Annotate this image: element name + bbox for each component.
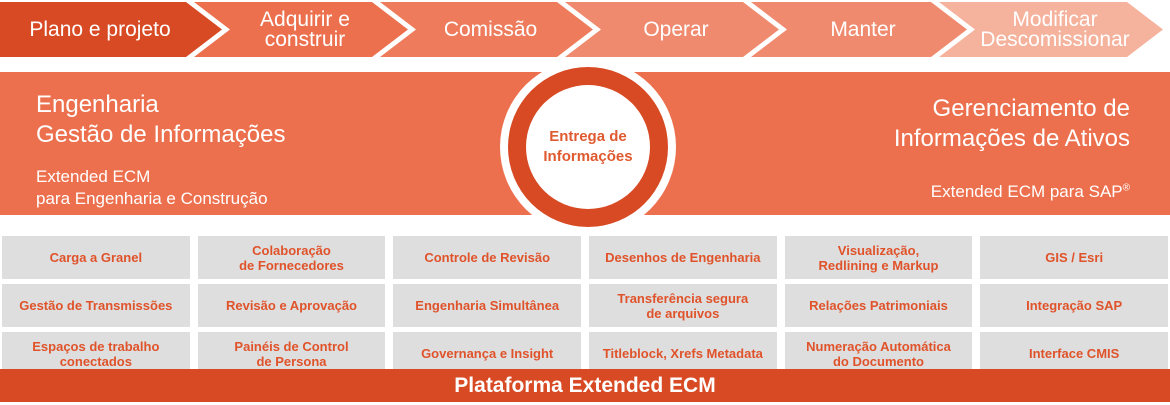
phase-chevron-shape [751, 2, 967, 57]
phase-label: Modificar Descomissionar [980, 7, 1130, 51]
asset-title: Gerenciamento de Informações de Ativos [894, 94, 1130, 154]
asset-subtitle-text: Extended ECM para SAP [930, 182, 1123, 201]
capability-tile: Relações Patrimoniais [784, 284, 973, 327]
engineering-subtitle: Extended ECM para Engenharia e Construção [36, 166, 268, 210]
capability-tile: Visualização, Redlining e Markup [784, 236, 973, 279]
capability-tile: GIS / Esri [980, 236, 1168, 279]
phase-chevron-shape [939, 2, 1163, 57]
phase-chevron-shape [380, 2, 593, 57]
engineering-title-line1: Engenharia [36, 91, 159, 118]
engineering-title-line2: Gestão de Informações [36, 121, 286, 148]
asset-subtitle: Extended ECM para SAP® [931, 182, 1130, 202]
information-delivery-circle: Entrega de Informações [526, 85, 650, 209]
capability-tile: Carga a Granel [2, 236, 190, 279]
phase-label: Operar [643, 17, 709, 41]
phase-chevron-shape [194, 2, 408, 57]
capability-tile: Engenharia Simultânea [393, 284, 581, 327]
capability-tile: Transferência segura de arquivos [589, 284, 777, 327]
capability-tile: Governança e Insight [393, 332, 581, 375]
capability-tile: Painéis de Control de Persona [197, 332, 386, 375]
capability-tile: Controle de Revisão [393, 236, 581, 279]
asset-title-line1: Gerenciamento de [932, 95, 1130, 122]
capability-tile: Titleblock, Xrefs Metadata [589, 332, 777, 375]
registered-mark: ® [1122, 182, 1130, 194]
engineering-subtitle-line2: para Engenharia e Construção [36, 189, 268, 208]
capability-tile: Interface CMIS [980, 332, 1168, 375]
capability-tile: Colaboração de Fornecedores [197, 236, 386, 279]
platform-bar: Plataforma Extended ECM [0, 369, 1170, 402]
capability-tile: Desenhos de Engenharia [589, 236, 777, 279]
capability-tile: Integração SAP [980, 284, 1168, 327]
asset-title-line2: Informações de Ativos [893, 125, 1130, 152]
capability-tile: Gestão de Transmissões [2, 284, 190, 327]
circle-line2: Informações [543, 148, 633, 165]
phase-label: Plano e projeto [29, 17, 171, 41]
phase-chevron-shape [0, 2, 222, 57]
capability-tile: Revisão e Aprovação [197, 284, 386, 327]
capability-tile: Espaços de trabalho conectados [2, 332, 190, 375]
phase-label: Comissão [443, 17, 538, 41]
circle-line1: Entrega de [549, 128, 627, 145]
phase-chevron-shape [565, 2, 779, 57]
capability-tile: Numeração Automática do Documento [784, 332, 973, 375]
engineering-subtitle-line1: Extended ECM [36, 167, 151, 186]
phase-chevrons [0, 2, 1163, 57]
phase-label: Manter [830, 17, 896, 41]
phase-label: Adquirir e construir [260, 7, 350, 51]
